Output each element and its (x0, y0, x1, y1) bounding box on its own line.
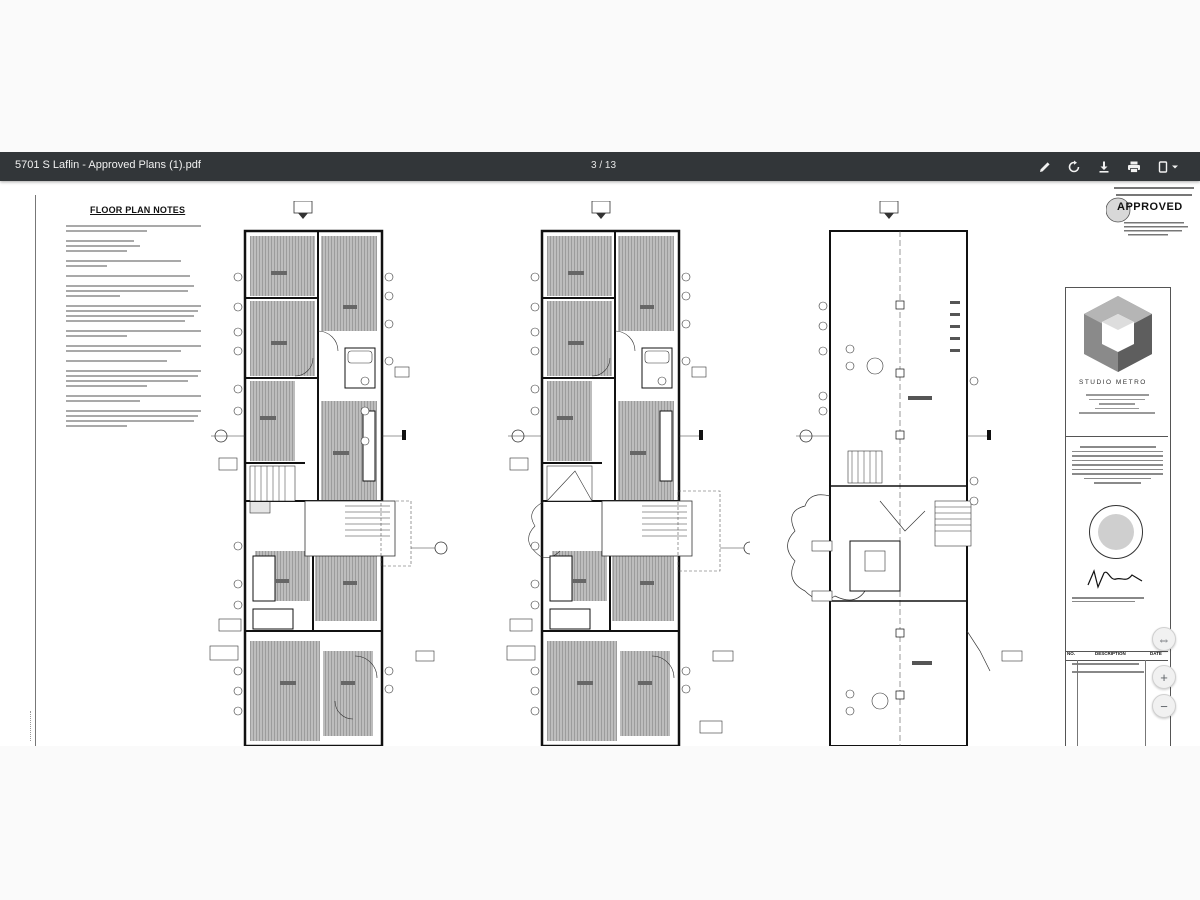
pdf-toolbar: 5701 S Laflin - Approved Plans (1).pdf 3… (0, 152, 1200, 181)
signature (1087, 569, 1143, 589)
print-icon (1128, 161, 1140, 173)
annotate-button[interactable] (1035, 157, 1055, 177)
margin-mark (30, 711, 35, 741)
zoom-out-button[interactable]: − (1152, 694, 1176, 718)
sheet-border (35, 195, 36, 746)
floor-plan-notes-title: FLOOR PLAN NOTES (90, 205, 186, 215)
rotate-icon (1068, 160, 1080, 173)
revision-date-header: DATE (1150, 651, 1162, 656)
print-button[interactable] (1124, 157, 1144, 177)
fit-page-icon: ⇔ (1157, 631, 1171, 647)
page-indicator[interactable]: 3 / 13 (591, 160, 617, 171)
approval-stamp (1105, 184, 1194, 244)
fit-to-page-button[interactable]: ⇔ (1152, 627, 1176, 651)
firm-address (1072, 391, 1162, 417)
revision-description-header: DESCRIPTION (1095, 651, 1126, 656)
floor-plan-3 (780, 201, 1030, 746)
rotate-button[interactable] (1064, 157, 1084, 177)
floor-plan-2 (490, 201, 750, 746)
chevron-down-icon (1172, 165, 1178, 169)
zoom-in-button[interactable]: + (1152, 665, 1176, 689)
bookmark-button[interactable] (1153, 157, 1173, 177)
revision-row (1068, 671, 1164, 673)
pen-icon (1040, 162, 1050, 172)
download-icon (1099, 161, 1109, 173)
revision-row (1068, 663, 1164, 665)
license-info (1072, 595, 1162, 604)
pdf-viewer: 5701 S Laflin - Approved Plans (1).pdf 3… (0, 152, 1200, 746)
plus-icon: + (1160, 669, 1168, 685)
studio-name: STUDIO METRO (1079, 379, 1147, 386)
minus-icon: − (1160, 698, 1168, 714)
pdf-page: FLOOR PLAN NOTES (0, 181, 1200, 746)
professional-seal (1089, 505, 1143, 559)
revision-header (1066, 651, 1168, 661)
disclaimer-text (1070, 443, 1165, 487)
download-button[interactable] (1094, 157, 1114, 177)
studio-logo (1084, 296, 1152, 372)
more-menu-button[interactable] (1168, 157, 1182, 177)
approved-stamp-label: APPROVED (1117, 201, 1183, 213)
document-title: 5701 S Laflin - Approved Plans (1).pdf (15, 159, 201, 171)
floor-plan-1 (205, 201, 465, 746)
revision-no-header: NO. (1067, 651, 1076, 656)
bookmark-icon (1158, 161, 1168, 173)
floor-plan-notes-body (66, 225, 201, 430)
